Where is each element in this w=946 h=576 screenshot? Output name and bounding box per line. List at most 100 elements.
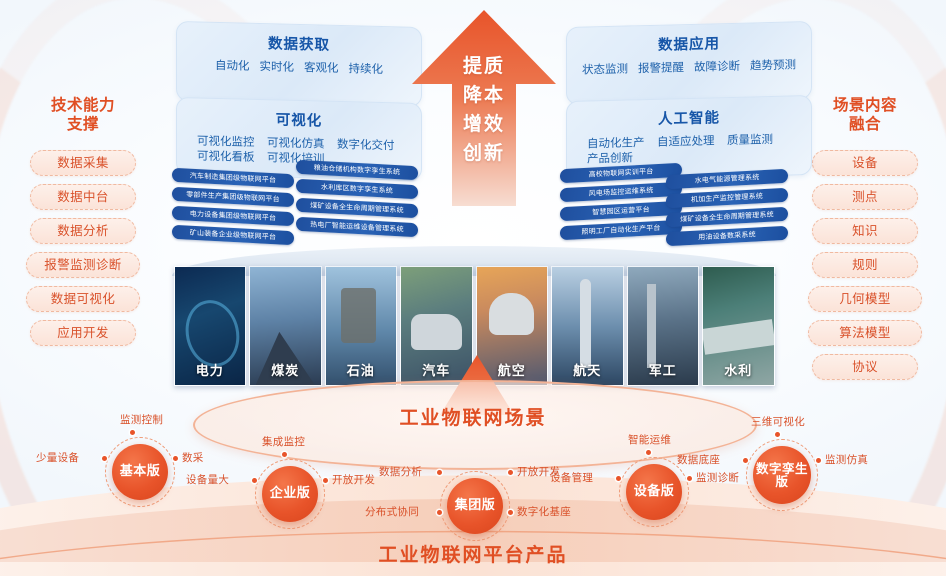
solution-tag[interactable]: 风电场监控运维系统 — [560, 181, 682, 203]
solution-tag[interactable]: 机加生产监控管理系统 — [666, 187, 788, 209]
content-pill-measurement-point[interactable]: 测点 — [812, 184, 918, 210]
card-item: 可视化看板 — [197, 148, 255, 164]
card-artificial-intelligence-items: 自动化生产 自适应处理 质量监测 产品创新 — [577, 131, 801, 166]
scene-ellipse — [193, 380, 757, 470]
card-item: 状态监测 — [582, 61, 628, 77]
industry-image — [703, 267, 774, 385]
solution-tag[interactable]: 照明工厂自动化生产平台 — [560, 219, 682, 241]
content-pill-device[interactable]: 设备 — [812, 150, 918, 176]
feature-dot — [282, 452, 287, 457]
feature-dot — [173, 456, 178, 461]
industry-label: 航天 — [573, 364, 602, 379]
product-feature: 数字化基座 — [517, 506, 571, 518]
card-item: 实时化 — [259, 59, 295, 74]
industry-panel-power[interactable]: 电力 — [173, 266, 246, 386]
product-feature: 监测仿真 — [825, 454, 869, 466]
solution-tag[interactable]: 智慧园区运营平台 — [560, 200, 682, 222]
capability-pill-data-analysis[interactable]: 数据分析 — [30, 218, 136, 244]
arrow-line: 创新 — [462, 142, 505, 164]
card-data-acquisition-title: 数据获取 — [268, 36, 330, 54]
content-pill-geometry-model[interactable]: 几何模型 — [808, 286, 922, 312]
feature-dot — [323, 478, 328, 483]
capability-pill-data-collection[interactable]: 数据采集 — [30, 150, 136, 176]
capability-pill-alarm-diagnosis[interactable]: 报警监测诊断 — [26, 252, 140, 278]
product-label-device[interactable]: 设备版 — [626, 464, 682, 520]
industry-panel-water-conservancy[interactable]: 水利 — [702, 266, 775, 386]
product-feature: 数据底座 — [677, 454, 721, 466]
side-panel-left-title: 技术能力 支撑 — [50, 96, 115, 133]
product-node-group[interactable]: 集团版 数据分析 开放开发 分布式协同 数字化基座 — [365, 466, 571, 541]
industry-panel-aerospace[interactable]: 航天 — [551, 266, 624, 386]
feature-dot — [102, 456, 107, 461]
industry-panel-aviation[interactable]: 航空 — [475, 266, 548, 386]
industry-image — [174, 267, 245, 385]
content-pill-rule[interactable]: 规则 — [812, 252, 918, 278]
product-feature: 开放开发 — [517, 466, 561, 478]
industry-panel-coal[interactable]: 煤炭 — [249, 266, 322, 386]
product-feature: 分布式协同 — [365, 506, 419, 518]
product-node-enterprise[interactable]: 企业版 集成监控 设备量大 开放开发 — [186, 436, 375, 529]
card-data-application: 数据应用 状态监测 报警提醒 故障诊断 趋势预测 — [566, 20, 812, 106]
arrow-line: 提质 — [462, 55, 505, 77]
industry-panel-military[interactable]: 军工 — [626, 266, 699, 386]
card-data-application-title: 数据应用 — [658, 36, 720, 54]
card-item: 报警提醒 — [638, 60, 684, 76]
tag-column-left-1: 汽车制造集团级物联网平台 零部件生产集团级物联网平台 电力设备集团级物联网平台 … — [172, 167, 294, 250]
product-label-basic[interactable]: 基本版 — [112, 444, 168, 500]
solution-tag[interactable]: 煤矿设备全生命周期管理系统 — [666, 206, 788, 228]
product-label-enterprise[interactable]: 企业版 — [262, 466, 318, 522]
solution-tag[interactable]: 煤矿设备全生命周期管理系统 — [296, 197, 418, 219]
card-item: 自动化生产 — [587, 135, 645, 151]
feature-dot — [616, 476, 621, 481]
card-visualization-title: 可视化 — [275, 112, 323, 130]
capability-pill-data-visualization[interactable]: 数据可视化 — [26, 286, 140, 312]
product-ring — [619, 457, 689, 527]
product-ring — [105, 437, 175, 507]
content-pill-protocol[interactable]: 协议 — [812, 354, 918, 380]
industry-panel-strip: 电力 煤炭 石油 汽车 航空 航天 — [172, 246, 776, 386]
side-panel-left: 技术能力 支撑 数据采集 数据中台 数据分析 报警监测诊断 数据可视化 应用开发 — [8, 96, 158, 354]
industry-label: 水利 — [724, 364, 753, 379]
solution-tag[interactable]: 用油设备数采系统 — [666, 225, 788, 247]
product-node-digital-twin[interactable]: 数字孪生版 三维可视化 数据底座 监测仿真 — [677, 416, 868, 511]
industry-panels: 电力 煤炭 石油 汽车 航空 航天 — [172, 254, 776, 386]
feature-dot — [130, 430, 135, 435]
content-pill-knowledge[interactable]: 知识 — [812, 218, 918, 244]
solution-tag[interactable]: 电力设备集团级物联网平台 — [172, 205, 294, 227]
solution-tag[interactable]: 零部件生产集团级物联网平台 — [172, 186, 294, 208]
arrow-line: 增效 — [462, 113, 505, 135]
solution-tag[interactable]: 热电厂智能运维设备管理系统 — [296, 216, 418, 238]
product-feature: 设备管理 — [550, 472, 594, 484]
content-pill-algorithm-model[interactable]: 算法模型 — [808, 320, 922, 346]
industry-label: 电力 — [195, 364, 224, 379]
product-label-group[interactable]: 集团版 — [447, 478, 503, 534]
tag-column-right-1: 高校物联网实训平台 风电场监控运维系统 智慧园区运营平台 照明工厂自动化生产平台 — [560, 162, 682, 245]
industry-panel-automotive[interactable]: 汽车 — [400, 266, 473, 386]
product-feature: 监测诊断 — [696, 472, 740, 484]
card-item: 故障诊断 — [694, 58, 740, 74]
card-item: 自动化 — [215, 57, 250, 73]
card-data-acquisition-items: 自动化 实时化 客观化 持续化 — [187, 57, 411, 77]
card-artificial-intelligence-title: 人工智能 — [658, 110, 720, 128]
product-feature: 数采 — [182, 452, 204, 464]
product-node-basic[interactable]: 基本版 监测控制 少量设备 数采 — [36, 414, 203, 507]
product-feature: 监测控制 — [120, 414, 164, 426]
product-feature: 智能运维 — [628, 434, 672, 446]
product-node-device[interactable]: 设备版 智能运维 设备管理 监测诊断 — [550, 434, 739, 527]
capability-pill-app-development[interactable]: 应用开发 — [30, 320, 136, 346]
card-item: 可视化仿真 — [267, 135, 325, 151]
capability-pill-data-midplatform[interactable]: 数据中台 — [30, 184, 136, 210]
card-item: 质量监测 — [727, 131, 773, 148]
solution-tag[interactable]: 水利库区数字孪生系统 — [296, 178, 418, 200]
product-ring — [440, 471, 510, 541]
industry-label: 石油 — [346, 364, 375, 379]
feature-dot — [687, 476, 692, 481]
card-item: 可视化监控 — [197, 133, 255, 149]
solution-tag[interactable]: 矿山装备企业级物联网平台 — [172, 224, 294, 246]
card-item: 数字化交付 — [337, 136, 395, 153]
feature-dot — [816, 458, 821, 463]
feature-dot — [508, 510, 513, 515]
industry-panel-oil[interactable]: 石油 — [324, 266, 397, 386]
product-label-digital-twin[interactable]: 数字孪生版 — [753, 446, 811, 504]
